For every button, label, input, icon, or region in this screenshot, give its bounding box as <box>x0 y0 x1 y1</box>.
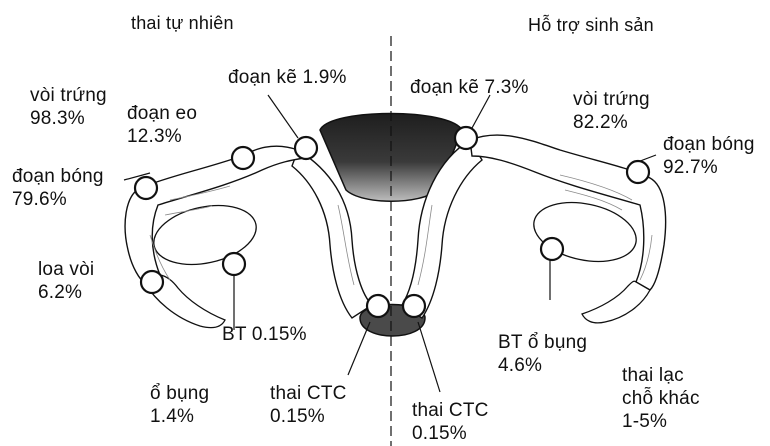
label-right-cervical: thai CTC 0.15% <box>412 399 489 445</box>
label-left-fallopian-tube-pct: 98.3% <box>30 107 107 130</box>
label-right-ovarian-abdominal-name: BT ổ bụng <box>498 331 587 354</box>
label-left-fallopian-tube: vòi trứng 98.3% <box>30 84 107 130</box>
label-left-ovary: BT 0.15% <box>222 323 307 346</box>
label-left-fimbria-name: loa vòi <box>38 258 94 281</box>
label-right-ampulla-pct: 92.7% <box>663 156 755 179</box>
label-right-ovarian-abdominal: BT ổ bụng 4.6% <box>498 331 587 377</box>
marker-left-ovary <box>223 253 245 275</box>
marker-right-ampulla <box>627 161 649 183</box>
label-left-abdominal: ổ bụng 1.4% <box>150 382 209 428</box>
marker-right-ovary <box>541 238 563 260</box>
label-right-fallopian-tube-pct: 82.2% <box>573 111 650 134</box>
marker-left-fimbria <box>141 271 163 293</box>
label-right-fallopian-tube-name: vòi trứng <box>573 88 650 111</box>
label-left-isthmus: đoạn eo 12.3% <box>127 102 197 148</box>
label-left-cervical-name: thai CTC <box>270 382 347 405</box>
label-right-other-sites: thai lạc chỗ khác 1-5% <box>622 364 700 433</box>
marker-left-interstitial <box>295 137 317 159</box>
label-right-other-sites-pct: 1-5% <box>622 410 700 433</box>
marker-right-cervix <box>403 295 425 317</box>
label-right-interstitial: đoạn kẽ 7.3% <box>410 76 529 99</box>
right-fimbria <box>582 281 650 323</box>
label-left-isthmus-name: đoạn eo <box>127 102 197 125</box>
label-left-cervical-pct: 0.15% <box>270 405 347 428</box>
header-assisted-reproduction: Hỗ trợ sinh sản <box>528 14 654 37</box>
label-right-ovarian-abdominal-pct: 4.6% <box>498 354 587 377</box>
label-left-ampulla-pct: 79.6% <box>12 188 104 211</box>
label-left-ampulla: đoạn bóng 79.6% <box>12 165 104 211</box>
label-right-other-sites-line1: thai lạc <box>622 364 700 387</box>
label-left-isthmus-pct: 12.3% <box>127 125 197 148</box>
label-left-abdominal-pct: 1.4% <box>150 405 209 428</box>
label-right-cervical-pct: 0.15% <box>412 422 489 445</box>
label-right-other-sites-line2: chỗ khác <box>622 387 700 410</box>
label-right-cervical-name: thai CTC <box>412 399 489 422</box>
label-right-ampulla: đoạn bóng 92.7% <box>663 133 755 179</box>
label-left-ampulla-name: đoạn bóng <box>12 165 104 188</box>
marker-left-cervix <box>367 295 389 317</box>
header-natural-pregnancy: thai tự nhiên <box>131 12 234 35</box>
label-left-fimbria-pct: 6.2% <box>38 281 94 304</box>
label-left-fimbria: loa vòi 6.2% <box>38 258 94 304</box>
label-left-cervical: thai CTC 0.15% <box>270 382 347 428</box>
marker-left-ampulla <box>135 177 157 199</box>
label-left-fallopian-tube-name: vòi trứng <box>30 84 107 107</box>
marker-right-interstitial <box>455 127 477 149</box>
label-left-abdominal-name: ổ bụng <box>150 382 209 405</box>
label-right-fallopian-tube: vòi trứng 82.2% <box>573 88 650 134</box>
marker-left-isthmus <box>232 147 254 169</box>
label-left-interstitial: đoạn kẽ 1.9% <box>228 66 347 89</box>
label-right-ampulla-name: đoạn bóng <box>663 133 755 156</box>
